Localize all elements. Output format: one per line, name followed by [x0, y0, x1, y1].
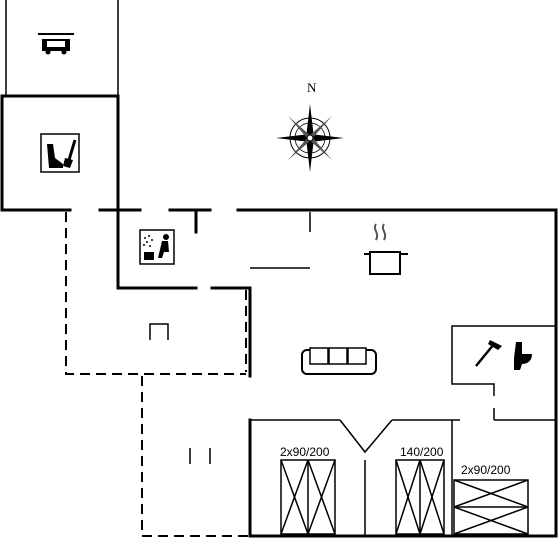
carport-icon — [38, 33, 74, 55]
bedroom-1: 2x90/200 — [280, 445, 336, 535]
bathroom-walls — [451, 325, 556, 420]
bedroom-2: 140/200 — [395, 445, 445, 535]
sauna-room-walls — [116, 208, 212, 290]
carport-area — [5, 0, 119, 96]
bed-label-bedroom-3: 2x90/200 — [461, 463, 511, 477]
door-marker-2 — [189, 448, 211, 464]
sofa-icon — [301, 347, 377, 375]
utility-icon — [40, 133, 80, 173]
main-house-walls — [210, 208, 558, 538]
bed-label-bedroom-1: 2x90/200 — [280, 445, 330, 459]
compass-rose-icon — [276, 104, 344, 172]
sauna-icon — [139, 229, 175, 265]
bed-icon — [453, 479, 529, 535]
terrace-outline — [65, 212, 248, 537]
door-marker-1 — [149, 323, 169, 340]
bed-label-bedroom-2: 140/200 — [400, 445, 444, 459]
bedroom-3: 2x90/200 — [453, 463, 529, 535]
bedrooms-walls — [250, 419, 556, 536]
kitchen-icon — [364, 223, 408, 275]
compass-north-label: N — [307, 80, 317, 95]
bed-icon — [280, 459, 336, 535]
utility-room-walls — [0, 94, 120, 212]
bathroom-icon — [475, 340, 532, 370]
bed-icon — [395, 459, 445, 535]
